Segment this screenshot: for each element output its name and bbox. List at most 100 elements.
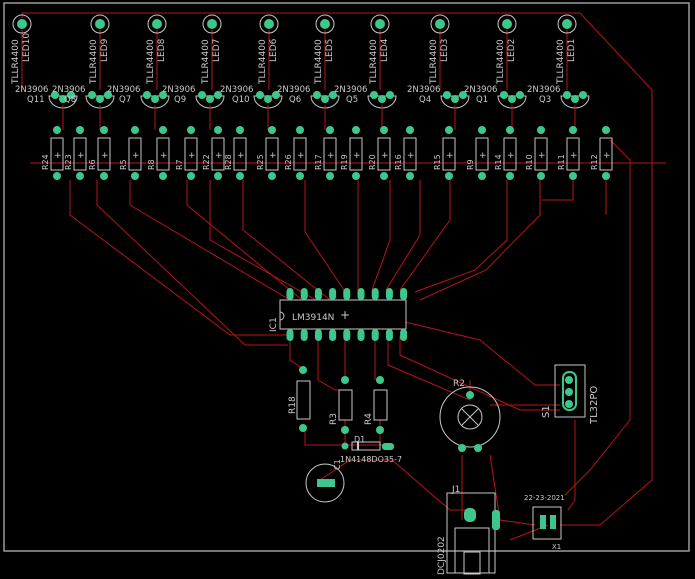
resistor-r22: + R22 (202, 126, 225, 180)
transistor-name-label: Q10 (232, 95, 250, 105)
resistor-origin-mark: + (407, 151, 415, 161)
transistor-name-label: Q11 (27, 95, 45, 105)
resistor-origin-mark: + (188, 151, 196, 161)
c1-label: C1 (333, 459, 342, 470)
led-part-label: TLLR4400 (146, 39, 156, 85)
resistor-r24: +R24 (41, 126, 64, 180)
switch-s1: S1 TL32PO (541, 364, 600, 425)
resistor-origin-mark: + (507, 151, 515, 161)
resistor-row: +R24+R23+R6+R5+R8+R7+R22+R28+R25+R26+R17… (41, 126, 613, 180)
resistor-origin-mark: + (215, 151, 223, 161)
led-name-label: LED2 (507, 39, 517, 62)
transistor-part-label: 2N3906 (15, 85, 48, 95)
ic-pin-bottom (385, 329, 393, 341)
transistor-name-label: Q7 (119, 95, 131, 105)
ic-pin-top (300, 288, 308, 300)
resistor-origin-mark: + (327, 151, 335, 161)
s1-label: S1 (541, 405, 552, 418)
led-name-label: LED1 (567, 39, 577, 62)
transistor-part-label: 2N3906 (464, 85, 497, 95)
resistor-origin-mark: + (237, 151, 245, 161)
ic-pin-top (371, 288, 379, 300)
resistor-label: R16 (394, 154, 403, 170)
led-part-label: TLLR4400 (11, 39, 21, 85)
led-name-label: LED3 (440, 39, 450, 62)
resistor-r7: +R7 (175, 126, 198, 180)
d1-part-label: 1N4148DO35-7 (340, 455, 402, 464)
ic1: IC1 LM3914N + (269, 288, 408, 341)
r18-label: R18 (288, 396, 298, 414)
r3-label: R3 (329, 413, 339, 425)
resistor-r25: +R25 (256, 126, 279, 180)
resistor-origin-mark: + (446, 151, 454, 161)
led-part-label: TLLR4400 (89, 39, 99, 85)
board-outline (3, 2, 690, 552)
ic-pin-bottom (343, 329, 351, 341)
ic-pin-bottom (300, 329, 308, 341)
transistor-name-label: Q6 (289, 95, 301, 105)
transistor-row: 2N3906Q112N3906Q82N3906Q72N3906Q92N3906Q… (15, 85, 590, 130)
led-name-label: LED7 (212, 39, 222, 62)
resistor-label: R12 (590, 154, 599, 170)
resistor-r23: +R23 (64, 126, 87, 180)
resistor-r3: R3 (329, 376, 353, 434)
resistor-label: R28 (224, 154, 233, 170)
transistor-name-label: Q9 (174, 95, 186, 105)
transistor-name-label: Q1 (476, 95, 488, 105)
ic-pin-top (357, 288, 365, 300)
resistor-r15: + R15 (433, 126, 456, 180)
ic-pin-top (400, 288, 408, 300)
resistor-r18: R18 (288, 366, 311, 432)
resistor-origin-mark: + (160, 151, 168, 161)
transistor-name-label: Q8 (64, 95, 76, 105)
resistor-label: R5 (119, 159, 128, 170)
resistor-r11: +R11 (557, 126, 580, 180)
r4-label: R4 (364, 413, 374, 425)
resistor-r28: + R28 (224, 126, 247, 180)
resistor-r8: +R8 (147, 126, 170, 180)
resistor-r26: +R26 (284, 126, 307, 180)
potentiometer-r2: R2 (439, 379, 501, 452)
led-name-label: LED9 (100, 38, 110, 62)
ic-pin-top (314, 288, 322, 300)
resistor-label: R15 (433, 154, 442, 170)
resistor-r9: +R9 (466, 126, 489, 180)
ic-part-label: LM3914N (292, 313, 334, 323)
resistor-origin-mark: + (603, 151, 611, 161)
capacitor-c1: C1 (305, 459, 345, 503)
resistor-origin-mark: + (297, 151, 305, 161)
ic-pin-bottom (400, 329, 408, 341)
resistor-label: R22 (202, 154, 211, 170)
resistor-label: R10 (525, 154, 534, 170)
ic-pin-bottom (286, 329, 294, 341)
resistor-label: R19 (340, 154, 349, 170)
resistor-r10: +R10 (525, 126, 548, 180)
transistor-part-label: 2N3906 (407, 85, 440, 95)
diode-d1: D1 1N4148DO35-7 (340, 435, 402, 464)
resistor-r12: + R12 (590, 126, 613, 180)
r2-label: R2 (453, 379, 465, 389)
ic-pin-bottom (314, 329, 322, 341)
led-name-label: LED5 (325, 39, 335, 62)
led-name-label: LED8 (157, 38, 167, 62)
transistor-name-label: Q4 (419, 95, 431, 105)
connector-x1: 22-23-2021 X1 (524, 494, 565, 551)
led-name-label: LED6 (269, 38, 279, 62)
ic-pin-top (329, 288, 337, 300)
resistor-label: R25 (256, 154, 265, 170)
transistor-part-label: 2N3906 (220, 85, 253, 95)
resistor-r4: R4 (364, 376, 388, 434)
